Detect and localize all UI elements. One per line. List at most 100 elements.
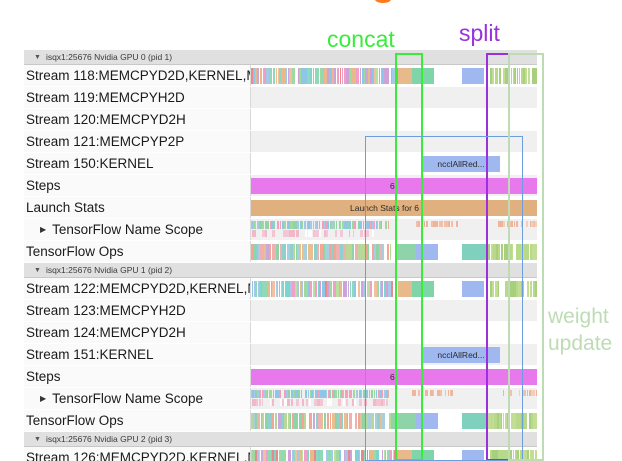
steps-bar[interactable]: 6 <box>250 369 537 385</box>
timeline-row[interactable]: Stream 119:MEMCPYH2D <box>24 87 537 109</box>
timeline-row[interactable]: Stream 118:MEMCPYD2D,KERNEL,ME <box>24 65 537 87</box>
row-label[interactable]: Steps <box>24 366 250 387</box>
row-label-text: Stream 119:MEMCPYH2D <box>26 90 185 105</box>
row-label[interactable]: TensorFlow Ops <box>24 410 250 431</box>
orange-marker-icon <box>375 0 391 3</box>
row-track[interactable] <box>250 447 537 461</box>
timeline-row[interactable]: Stream 120:MEMCPYD2H <box>24 109 537 131</box>
row-track[interactable] <box>250 300 537 321</box>
timeline-row[interactable]: ▶ TensorFlow Name Scope <box>24 219 537 241</box>
row-label-text: TensorFlow Ops <box>26 413 124 428</box>
row-label[interactable]: Launch Stats <box>24 197 250 218</box>
row-track[interactable] <box>250 131 537 152</box>
collapse-triangle-icon[interactable]: ▼ <box>34 266 41 274</box>
row-track[interactable] <box>250 219 537 240</box>
row-track[interactable] <box>250 410 537 431</box>
label-track-divider <box>250 175 251 196</box>
timeline-row[interactable]: TensorFlow Ops <box>24 241 537 263</box>
timeline-row[interactable]: Stream 150:KERNEL ncclAllRed... <box>24 153 537 175</box>
collapse-triangle-icon[interactable]: ▼ <box>34 53 41 61</box>
nccl-allreduce-bar-label: ncclAllRed... <box>437 350 485 360</box>
timeline-row[interactable]: Stream 151:KERNEL ncclAllRed... <box>24 344 537 366</box>
expand-arrow-icon[interactable]: ▶ <box>40 225 47 234</box>
steps-bar[interactable]: 6 <box>250 178 537 194</box>
timeline-row[interactable]: Stream 121:MEMCPYP2P <box>24 131 537 153</box>
trace-viewer-panel[interactable]: ▼isqx1:25676 Nvidia GPU 0 (pid 1) Stream … <box>24 50 537 461</box>
row-label[interactable]: TensorFlow Ops <box>24 241 250 262</box>
row-label-text: Stream 124:MEMCPYD2H <box>26 325 186 340</box>
row-label-text: TensorFlow Name Scope <box>52 222 203 237</box>
label-track-divider <box>250 131 251 152</box>
nccl-allreduce-bar-label: ncclAllRed... <box>437 159 485 169</box>
row-label[interactable]: Stream 119:MEMCPYH2D <box>24 87 250 108</box>
nccl-allreduce-bar[interactable]: ncclAllRed... <box>422 156 500 172</box>
row-label[interactable]: Stream 126:MEMCPYD2D,KERNEL,MI <box>24 447 250 461</box>
row-label[interactable]: Stream 150:KERNEL <box>24 153 250 174</box>
annotation-concat: concat <box>327 26 395 52</box>
label-track-divider <box>250 278 251 299</box>
steps-bar-label: 6 <box>390 372 395 382</box>
row-track[interactable]: Launch Stats for 6 <box>250 197 537 218</box>
timeline-row[interactable]: Steps 6 <box>24 175 537 197</box>
row-track[interactable]: 6 <box>250 366 537 387</box>
steps-bar-label: 6 <box>390 181 395 191</box>
label-track-divider <box>250 219 251 240</box>
label-track-divider <box>250 410 251 431</box>
row-label-text: Stream 126:MEMCPYD2D,KERNEL,MI <box>26 450 250 461</box>
row-track[interactable] <box>250 109 537 130</box>
row-label-text: Stream 150:KERNEL <box>26 156 154 171</box>
group-header-label: isqx1:25676 Nvidia GPU 1 (pid 2) <box>45 265 173 275</box>
group-header-gpu-0[interactable]: ▼isqx1:25676 Nvidia GPU 0 (pid 1) <box>24 50 537 65</box>
label-track-divider <box>250 197 251 218</box>
row-label[interactable]: Stream 118:MEMCPYD2D,KERNEL,ME <box>24 65 250 86</box>
timeline-row[interactable]: Stream 126:MEMCPYD2D,KERNEL,MI <box>24 447 537 461</box>
row-track[interactable] <box>250 278 537 299</box>
group-header-gpu-2[interactable]: ▼ isqx1:25676 Nvidia GPU 2 (pid 3) <box>24 432 537 447</box>
row-label-text: Stream 121:MEMCPYP2P <box>26 134 185 149</box>
label-track-divider <box>250 300 251 321</box>
row-track[interactable] <box>250 65 537 86</box>
timeline-row[interactable]: Stream 122:MEMCPYD2D,KERNEL,MI <box>24 278 537 300</box>
group-header-gpu-1[interactable]: ▼ isqx1:25676 Nvidia GPU 1 (pid 2) <box>24 263 537 278</box>
row-label[interactable]: Stream 122:MEMCPYD2D,KERNEL,MI <box>24 278 250 299</box>
timeline-row[interactable]: Stream 124:MEMCPYD2H <box>24 322 537 344</box>
expand-arrow-icon[interactable]: ▶ <box>40 394 47 403</box>
row-label-text: Stream 122:MEMCPYD2D,KERNEL,MI <box>26 281 250 296</box>
row-label[interactable]: Steps <box>24 175 250 196</box>
row-label[interactable]: Stream 121:MEMCPYP2P <box>24 131 250 152</box>
row-label[interactable]: Stream 124:MEMCPYD2H <box>24 322 250 343</box>
row-label-text: Stream 123:MEMCPYH2D <box>26 303 186 318</box>
row-track[interactable] <box>250 322 537 343</box>
annotation-weight-update-line2: update <box>548 332 613 355</box>
row-label[interactable]: ▶ TensorFlow Name Scope <box>24 219 250 240</box>
row-label[interactable]: ▶ TensorFlow Name Scope <box>24 388 250 409</box>
row-label-text: Stream 151:KERNEL <box>26 347 154 362</box>
timeline-row[interactable]: Steps 6 <box>24 366 537 388</box>
row-track[interactable] <box>250 241 537 262</box>
annotation-split: split <box>459 20 500 46</box>
label-track-divider <box>250 366 251 387</box>
row-label[interactable]: Stream 151:KERNEL <box>24 344 250 365</box>
timeline-row[interactable]: Stream 123:MEMCPYH2D <box>24 300 537 322</box>
collapse-triangle-icon[interactable]: ▼ <box>34 435 41 443</box>
row-track[interactable]: 6 <box>250 175 537 196</box>
row-track[interactable] <box>250 388 537 409</box>
row-label[interactable]: Stream 120:MEMCPYD2H <box>24 109 250 130</box>
row-track[interactable] <box>250 87 537 108</box>
row-label[interactable]: Stream 123:MEMCPYH2D <box>24 300 250 321</box>
label-track-divider <box>250 322 251 343</box>
group-header-label: isqx1:25676 Nvidia GPU 2 (pid 3) <box>45 434 173 444</box>
nccl-allreduce-bar[interactable]: ncclAllRed... <box>422 347 500 363</box>
launch-stats-bar[interactable]: Launch Stats for 6 <box>250 200 537 216</box>
timeline-row[interactable]: ▶ TensorFlow Name Scope <box>24 388 537 410</box>
row-label-text: Steps <box>26 178 61 193</box>
row-label-text: Stream 120:MEMCPYD2H <box>26 112 186 127</box>
timeline-row[interactable]: TensorFlow Ops <box>24 410 537 432</box>
row-label-text: TensorFlow Name Scope <box>52 391 203 406</box>
row-track[interactable]: ncclAllRed... <box>250 153 537 174</box>
row-track[interactable]: ncclAllRed... <box>250 344 537 365</box>
label-track-divider <box>250 344 251 365</box>
label-track-divider <box>250 241 251 262</box>
row-label-text: Stream 118:MEMCPYD2D,KERNEL,ME <box>26 68 250 83</box>
